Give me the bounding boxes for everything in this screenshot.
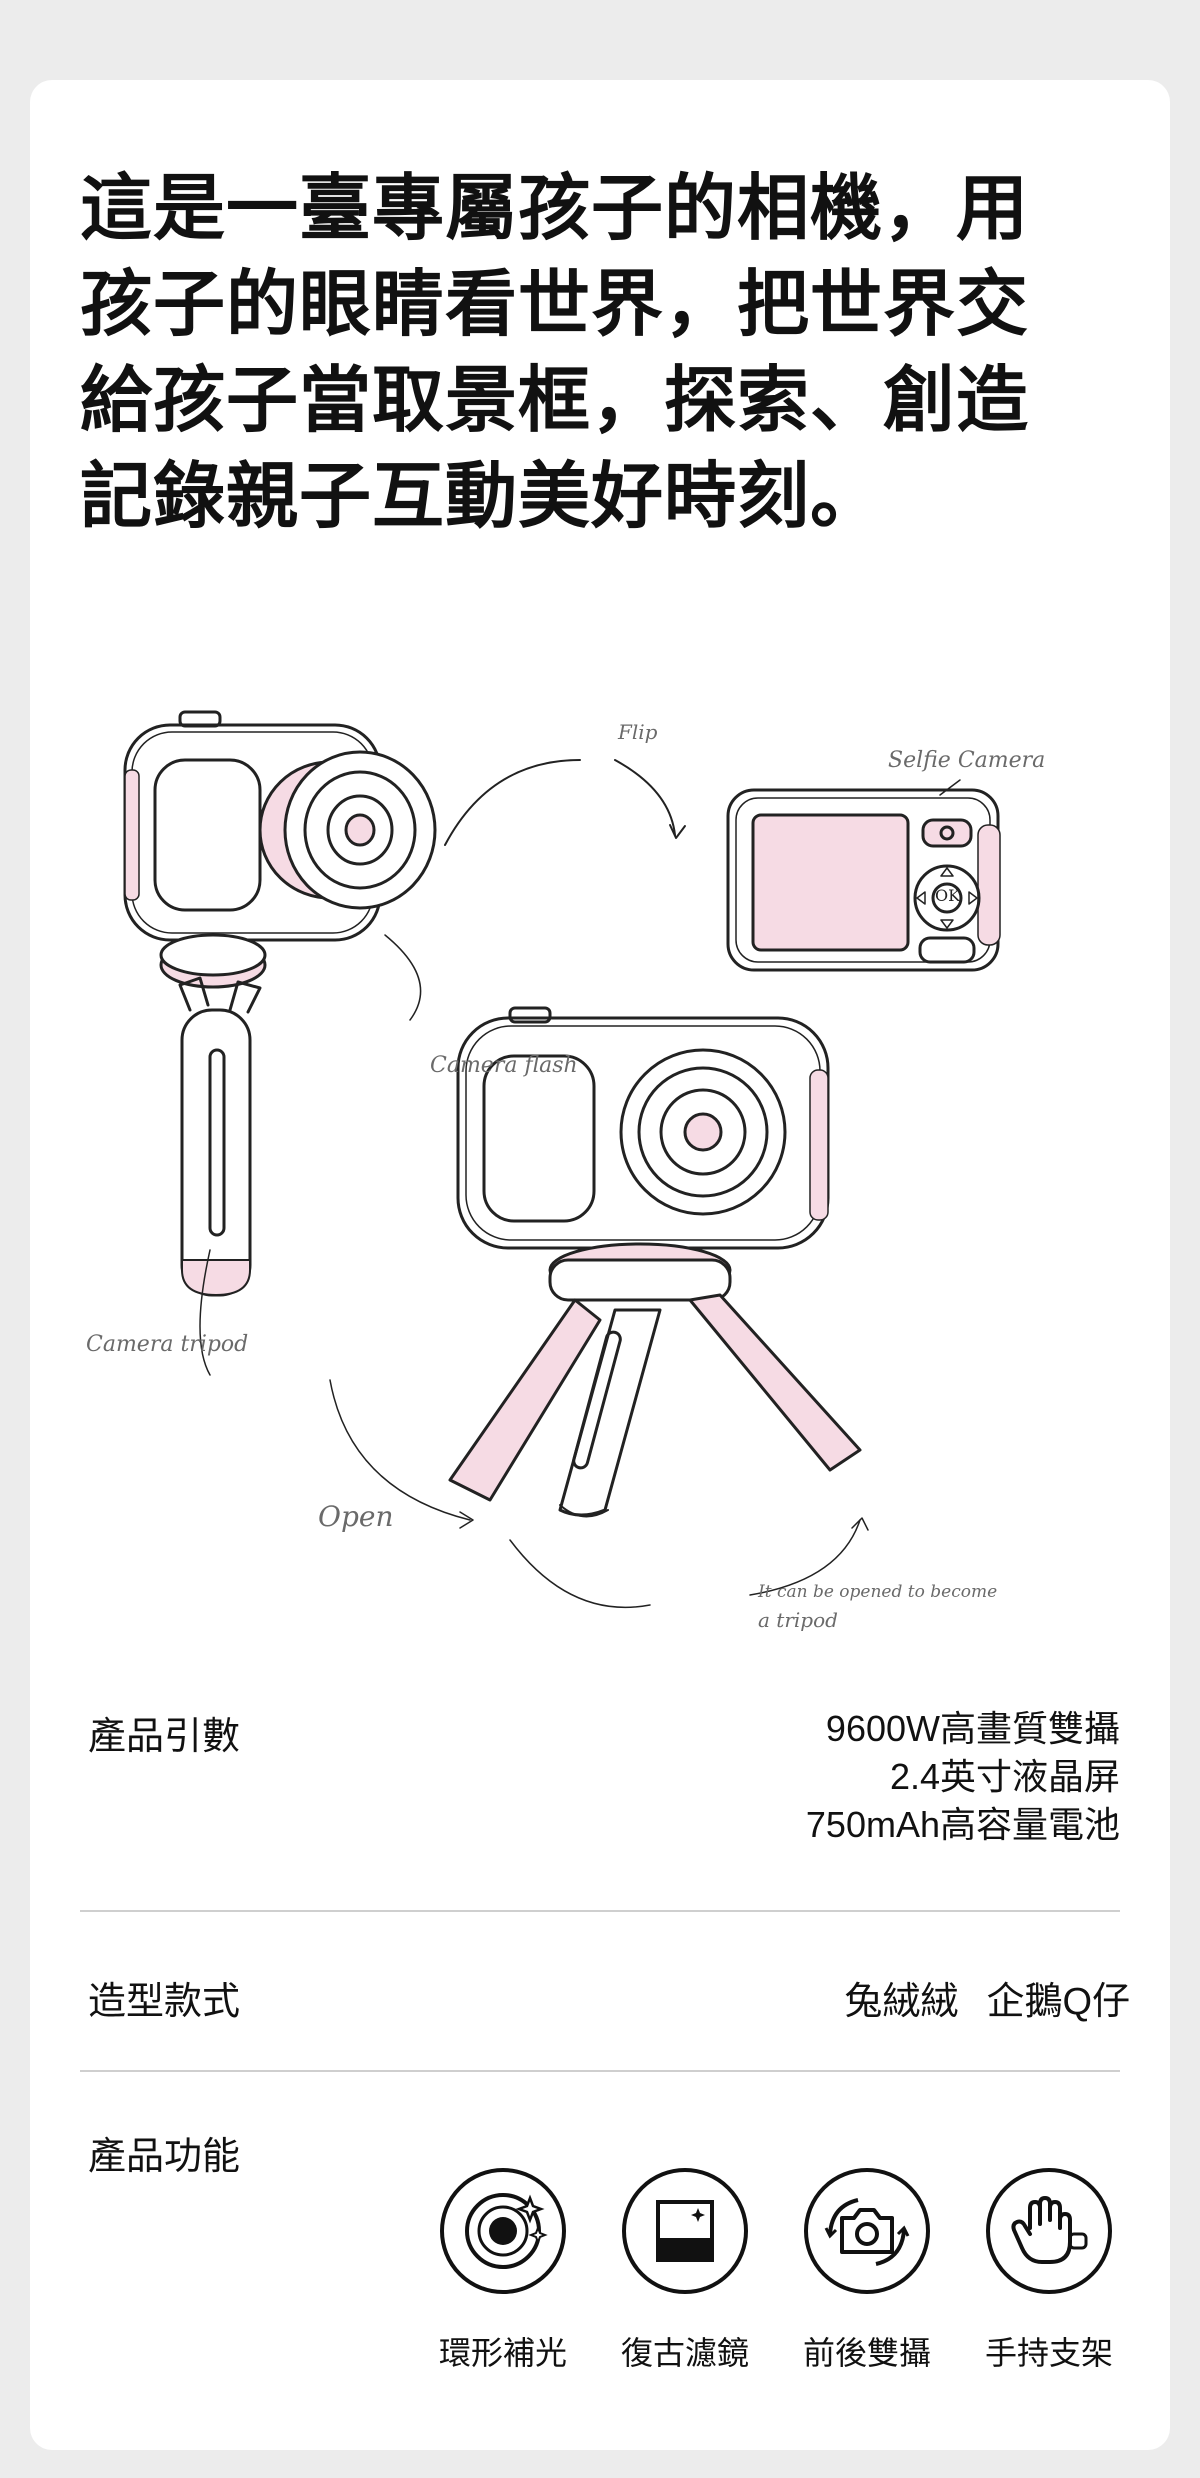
feature-ring-light: 環形補光 [428,2168,578,2374]
label-ok-button: OK [935,886,961,905]
spec-value: 2.4英寸液晶屏 [889,1756,1120,1797]
spec-params-label: 產品引數 [88,1716,241,1758]
feature-label: 前後雙攝 [802,2335,931,2371]
label-camera-flash: Camera flash [430,1053,578,1078]
hand-grip-icon [986,2168,1112,2294]
spec-style-label: 造型款式 [88,1981,241,2023]
spec-value: 750mAh高容量電池 [805,1804,1120,1845]
spec-style-values: 兔絨絨企鵝Q仔 [844,1970,1130,2025]
headline-line: 孩子的眼睛看世界，把世界交 [80,262,1030,346]
label-tripod-note-2: a tripod [758,1608,838,1632]
feature-camera-flip: 前後雙攝 [792,2168,942,2374]
headline-line: 記錄親子互動美好時刻。 [80,454,884,538]
headline-line: 這是一臺專屬孩子的相機，用 [80,166,1030,250]
spec-value: 9600W高畫質雙攝 [825,1708,1120,1749]
divider [80,2070,1120,2072]
spec-params-values: 9600W高畫質雙攝 2.4英寸液晶屏 750mAh高容量電池 [806,1705,1120,1849]
label-selfie-camera: Selfie Camera [888,748,1046,773]
feature-hand-grip: 手持支架 [974,2168,1124,2374]
camera-flip-icon [804,2168,930,2294]
retro-filter-icon [622,2168,748,2294]
product-sketch: Flip Selfie Camera Camera flash Camera t… [70,620,1130,1770]
headline-line: 給孩子當取景框，探索、創造 [80,358,1030,442]
style-option: 企鵝Q仔 [986,1981,1130,2023]
feature-label: 復古濾鏡 [620,2335,749,2371]
label-camera-tripod: Camera tripod [86,1332,249,1357]
camera-sketch-illustration [123,710,1001,1609]
feature-retro-filter: 復古濾鏡 [610,2168,760,2374]
divider [80,1910,1120,1912]
style-option: 兔絨絨 [844,1981,959,2023]
product-card: 這是一臺專屬孩子的相機，用 孩子的眼睛看世界，把世界交 給孩子當取景框，探索、創… [30,80,1170,2450]
label-tripod-note-1: It can be opened to become [758,1582,998,1602]
ring-light-icon [440,2168,566,2294]
label-flip: Flip [618,720,658,744]
spec-features-label: 產品功能 [88,2136,241,2178]
feature-label: 環形補光 [438,2335,567,2371]
headline: 這是一臺專屬孩子的相機，用 孩子的眼睛看世界，把世界交 給孩子當取景框，探索、創… [80,160,1080,544]
feature-label: 手持支架 [984,2335,1113,2371]
label-open: Open [318,1500,394,1533]
